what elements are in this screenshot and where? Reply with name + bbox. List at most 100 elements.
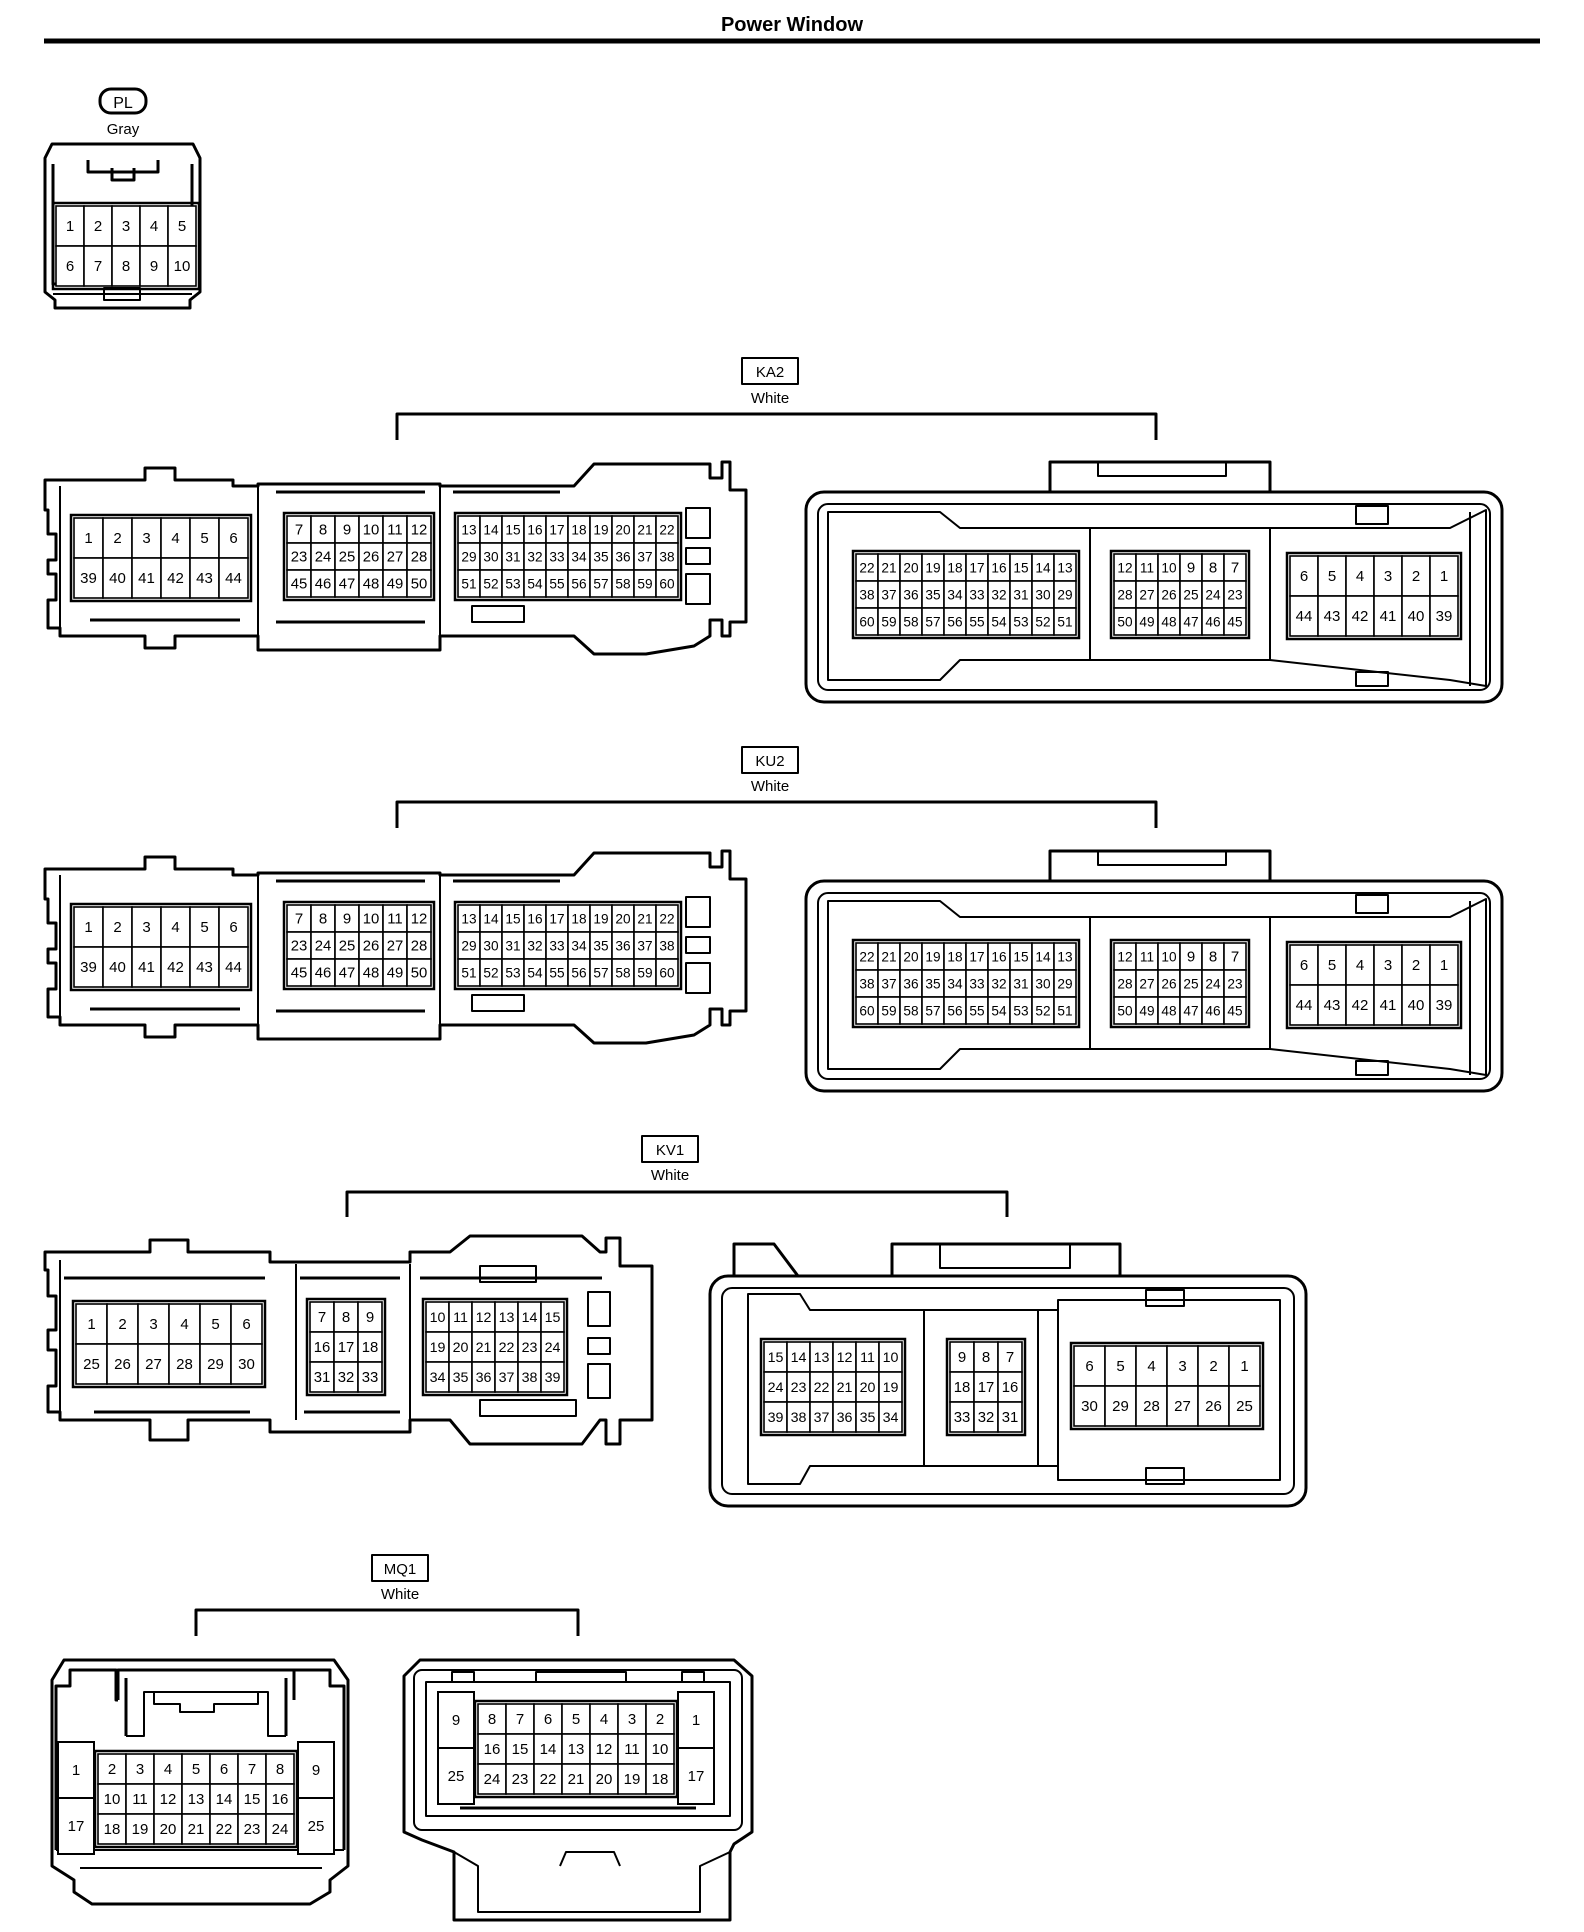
ku2-right-b-pin-46: 46 [1205, 1004, 1220, 1019]
pl-frame [51, 201, 201, 291]
ku2-left-b-pin-46-cell [310, 958, 336, 987]
kv1-right-c-pin-3: 3 [1178, 1358, 1186, 1375]
ku2-left-body [43, 849, 748, 1045]
ku2-right-c-pin-43: 43 [1324, 997, 1341, 1014]
ku2-right-a-pin-16: 16 [991, 950, 1006, 965]
ku2-right-a-pin-14: 14 [1035, 950, 1051, 965]
ka2-left-a-pin-44: 44 [225, 570, 242, 587]
kv1-right-b-pin-33-cell [949, 1401, 975, 1433]
mq1-right-center-pin-18: 18 [652, 1771, 669, 1788]
ku2-right-b-pin-10: 10 [1161, 950, 1177, 965]
kv1-right-a-pin-20: 20 [860, 1380, 876, 1396]
ku2-left-c-pin-35: 35 [593, 939, 608, 954]
kv1-right-b-pin-31-cell [997, 1401, 1023, 1433]
kv1-right-a-pin-22: 22 [814, 1380, 830, 1396]
mq1-left-center-pin-8: 8 [276, 1761, 284, 1778]
mq1-right-center-pin-22: 22 [540, 1771, 557, 1788]
mq1-left-center-pin-23: 23 [244, 1821, 261, 1838]
kv1-right-c-pin-6-cell [1073, 1345, 1106, 1387]
mq1-left-center-pin-21: 21 [188, 1821, 205, 1838]
kv1-left-c-pin-15: 15 [545, 1310, 561, 1326]
ku2-left-c-pin-59: 59 [637, 966, 652, 981]
ka2-left-c-pin-32: 32 [527, 550, 542, 565]
ka2-right-c-pin-3: 3 [1384, 568, 1392, 585]
ka2-right-c-pin-43-cell [1317, 595, 1347, 637]
ka2-left-b-pin-23: 23 [291, 550, 308, 566]
ku2-right-b-pin-24: 24 [1205, 977, 1221, 992]
ku2-left-a-pin-39-cell [73, 946, 104, 988]
mq1-right-center-pin-24: 24 [484, 1771, 501, 1788]
ku2-right-a-pin-60: 60 [859, 1004, 875, 1019]
ka2-left-a-pin-3: 3 [142, 530, 150, 547]
ka2-right-c-frame [1285, 551, 1463, 641]
ka2-left-b-frame [282, 511, 436, 602]
mq1-code-box [371, 1554, 429, 1582]
mq1-left-center-pin-4: 4 [164, 1761, 172, 1778]
kv1-right-b-pin-16: 16 [1002, 1380, 1019, 1396]
ka2-left-c-pin-30: 30 [483, 550, 499, 565]
mq1-right-center-pin-21-cell [561, 1763, 591, 1795]
ka2-right-a-pin-35: 35 [925, 588, 940, 603]
kv1-right-body [708, 1242, 1308, 1508]
ku2-right-c-pin-40: 40 [1408, 997, 1425, 1014]
pl-pin-4: 4 [150, 218, 158, 235]
kv1-left-b-pin-33-cell [357, 1361, 383, 1393]
ka2-right-a-pin-31: 31 [1013, 588, 1028, 603]
mq1-left-center-pin-5: 5 [192, 1761, 200, 1778]
kv1-left-b-pin-33: 33 [362, 1370, 379, 1386]
ku2-right-a-pin-57: 57 [925, 1004, 940, 1019]
ka2-right-body [804, 460, 1504, 704]
ka2-right-a-pin-36: 36 [903, 588, 918, 603]
ku2-left-b-pin-10: 10 [363, 912, 380, 928]
kv1-right-c-pin-30: 30 [1081, 1398, 1098, 1415]
ku2-left-a-pin-3: 3 [142, 919, 150, 936]
ka2-right-c-pin-42-cell [1345, 595, 1375, 637]
ku2-left-b-pin-49-cell [382, 958, 408, 987]
ku2-right-c-pin-1: 1 [1440, 957, 1448, 974]
kv1-left-c-pin-21: 21 [476, 1340, 492, 1356]
mq1-right-center-pin-5: 5 [572, 1711, 580, 1728]
kv1-right-c-pin-1: 1 [1240, 1358, 1248, 1375]
ka2-left-b-pin-48-cell [358, 569, 384, 598]
mq1-right-center-pin-4: 4 [600, 1711, 608, 1728]
ka2-left-c-pin-22: 22 [659, 523, 674, 538]
page-title: Power Window [721, 14, 863, 36]
ku2-left-b-pin-24: 24 [315, 939, 332, 955]
ku2-left-b-pin-25: 25 [339, 939, 356, 955]
ku2-right-a-pin-18: 18 [947, 950, 962, 965]
ka2-right-b-pin-24: 24 [1205, 588, 1221, 603]
ka2-right-a-pin-20: 20 [903, 561, 919, 576]
kv1-right-b-pin-8-cell [973, 1341, 999, 1373]
ka2-left-a-pin-6: 6 [229, 530, 237, 547]
ka2-right-a-frame [851, 549, 1081, 640]
ka2-right-a-pin-38: 38 [859, 588, 874, 603]
ku2-right-a-pin-51-cell [1053, 996, 1077, 1025]
pl-pin-9: 9 [150, 258, 158, 275]
ku2-left-c-pin-30: 30 [483, 939, 499, 954]
ka2-left-b-pin-7: 7 [295, 522, 303, 539]
kv1-color: White [651, 1167, 689, 1184]
ka2-right-c-pin-41: 41 [1380, 608, 1397, 625]
ku2-left-a-pin-6: 6 [229, 919, 237, 936]
kv1-left-c-frame [421, 1297, 569, 1397]
pl-code-box [98, 87, 148, 115]
kv1-right-a-pin-14: 14 [791, 1350, 807, 1366]
mq1-left-pin-25-cell [297, 1797, 335, 1855]
ku2-left-c-pin-20: 20 [615, 912, 631, 927]
kv1-right-b-pin-31: 31 [1002, 1410, 1019, 1426]
ku2-left-a-pin-44: 44 [225, 959, 242, 976]
kv1-right-b-pin-8: 8 [982, 1349, 990, 1366]
ku2-right-c-pin-43-cell [1317, 984, 1347, 1026]
ku2-right-a-pin-56: 56 [947, 1004, 962, 1019]
ku2-right-a-pin-21: 21 [881, 950, 896, 965]
mq1-left-center-pin-23-cell [237, 1813, 267, 1845]
ku2-right-a-pin-52: 52 [1035, 1004, 1050, 1019]
ka2-left-a-pin-41-cell [131, 557, 162, 599]
ka2-left-a-pin-3-cell [131, 517, 162, 559]
ka2-left-c-pin-21: 21 [637, 523, 652, 538]
ka2-right-a-pin-22: 22 [859, 561, 874, 576]
ka2-right-a-pin-18: 18 [947, 561, 962, 576]
mq1-right-center-pin-19: 19 [624, 1771, 641, 1788]
pl-pin-2: 2 [94, 218, 102, 235]
ka2-left-c-pin-54: 54 [527, 577, 543, 592]
